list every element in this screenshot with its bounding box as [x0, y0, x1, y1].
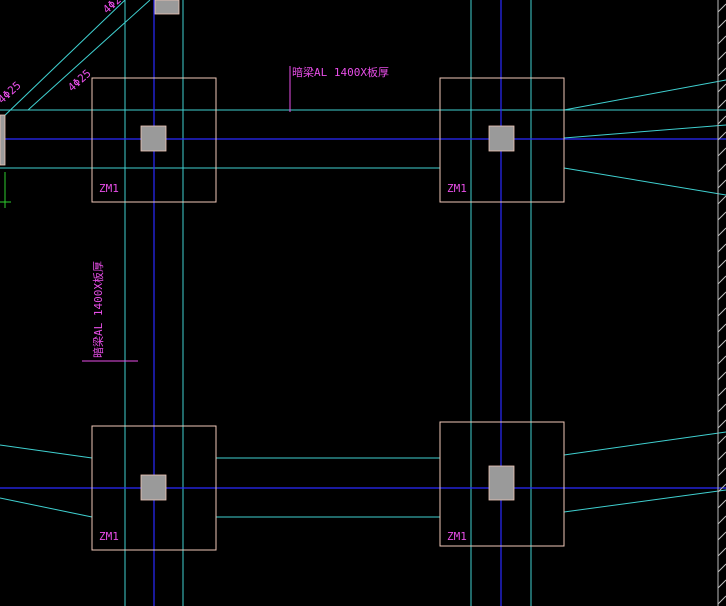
beam-annotation-vertical: 暗梁AL 1400X板厚: [82, 261, 138, 362]
beam-annotation-horizontal: 暗梁AL 1400X板厚: [289, 65, 389, 112]
footing-label: ZM1: [99, 530, 119, 543]
column-square: [488, 125, 515, 152]
svg-text:4Φ25: 4Φ25: [0, 79, 24, 106]
cursor-crosshair: [0, 172, 11, 208]
partial-column-left: [0, 114, 6, 166]
column-square: [140, 474, 167, 501]
footing-zm1-top-right[interactable]: ZM1: [439, 77, 565, 203]
svg-text:4Φ25: 4Φ25: [100, 0, 128, 16]
right-edge-hatch: [717, 0, 726, 606]
svg-text:4Φ25: 4Φ25: [65, 67, 93, 94]
column-square: [140, 125, 167, 152]
partial-column-top: [154, 0, 180, 15]
rebar-annotations: 4Φ25 4Φ25 4Φ25: [0, 0, 129, 106]
svg-text:暗梁AL 1400X板厚: 暗梁AL 1400X板厚: [292, 65, 389, 79]
hidden-lines: [18, 20, 126, 111]
column-rect: [488, 465, 515, 501]
footing-zm1-bottom-left[interactable]: ZM1: [91, 425, 217, 551]
footing-label: ZM1: [99, 182, 119, 195]
footing-label: ZM1: [447, 530, 467, 543]
footing-zm1-top-left[interactable]: ZM1: [91, 77, 217, 203]
footing-label: ZM1: [447, 182, 467, 195]
footing-zm1-bottom-right[interactable]: ZM1: [439, 421, 565, 547]
svg-text:暗梁AL 1400X板厚: 暗梁AL 1400X板厚: [91, 261, 105, 358]
